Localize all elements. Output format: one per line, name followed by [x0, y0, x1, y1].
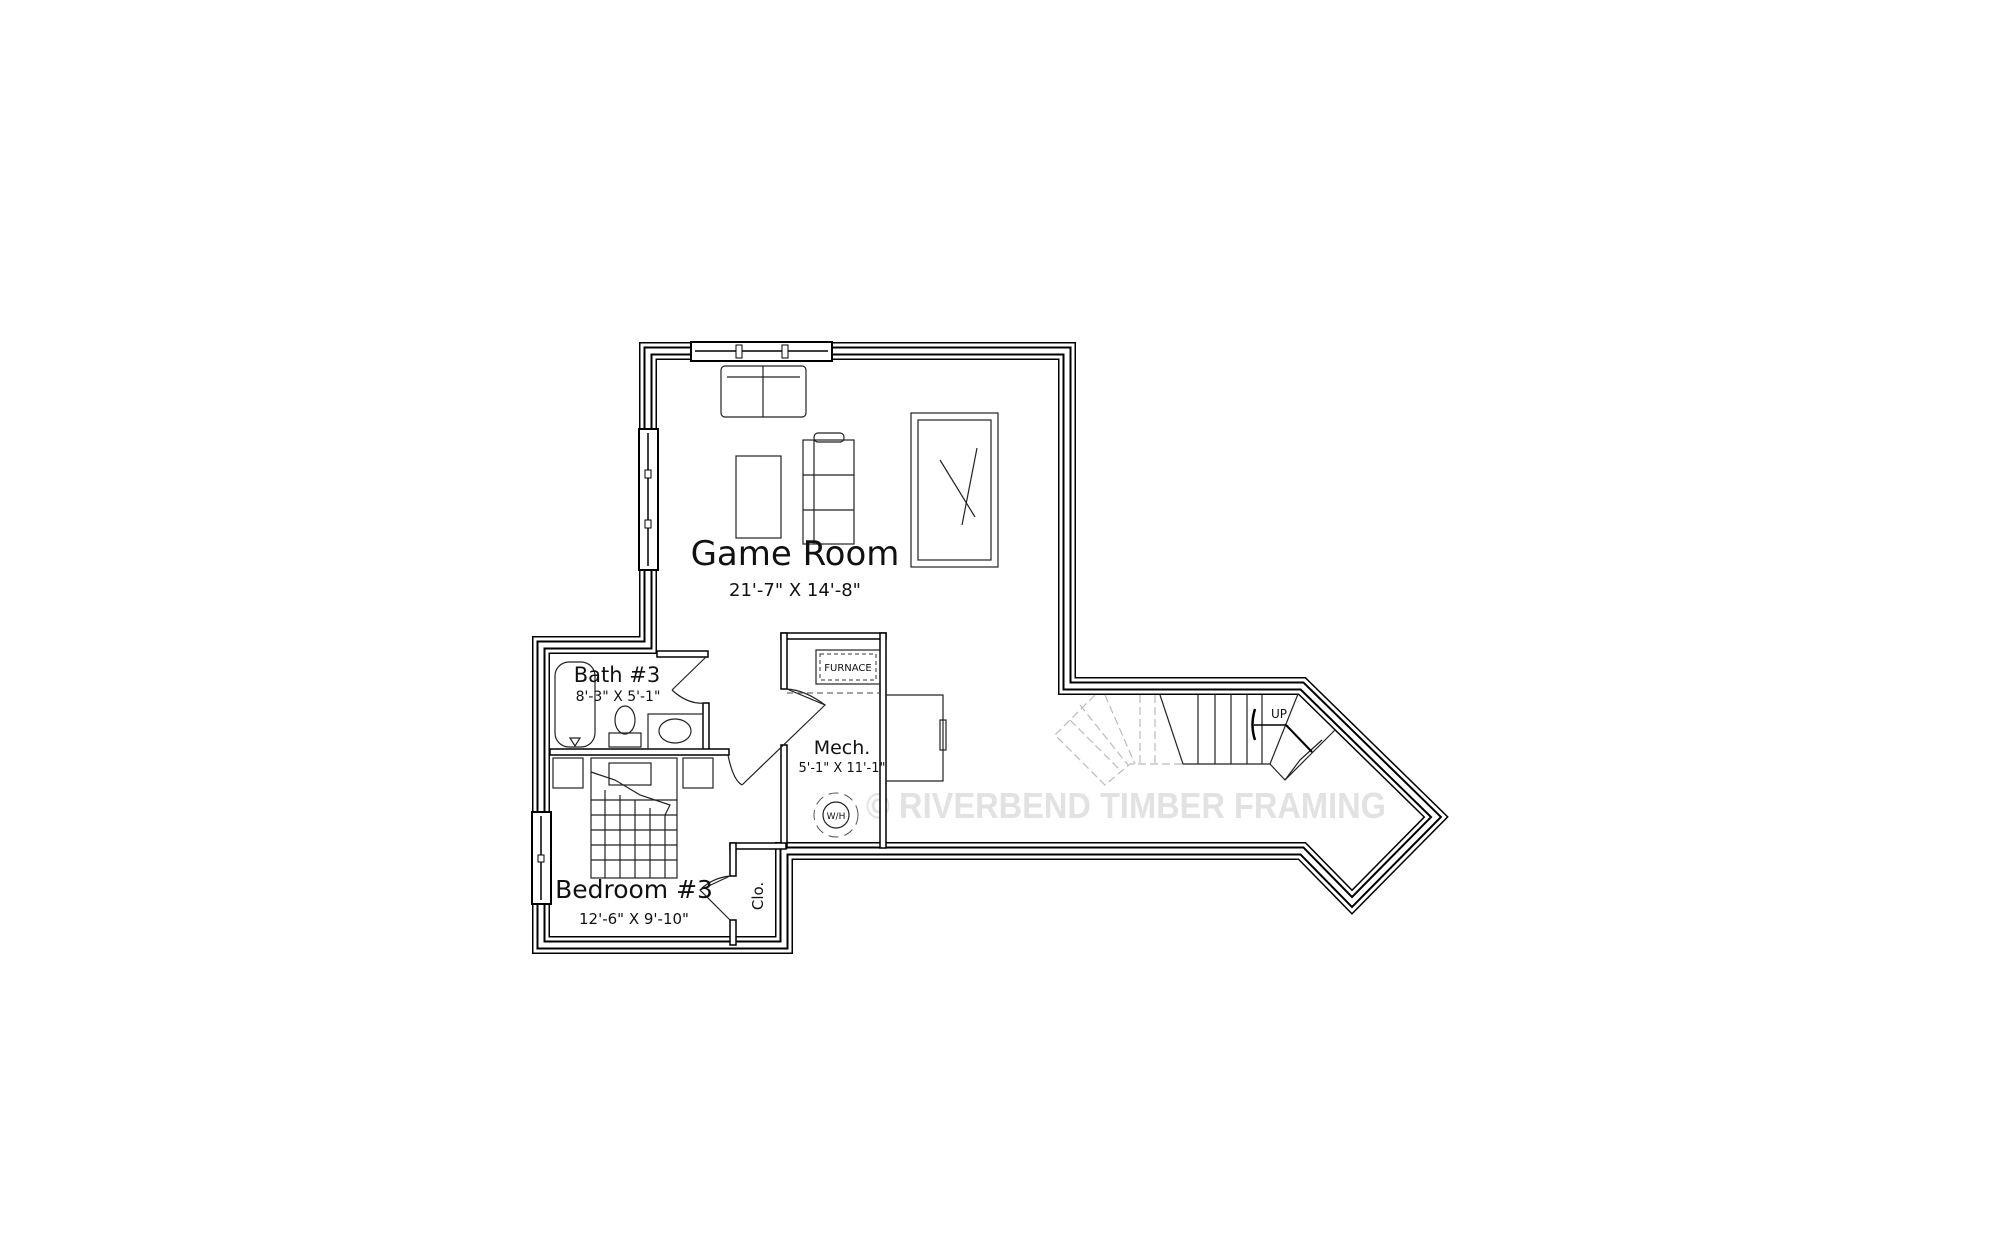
nightstand-right: [682, 757, 714, 789]
furnace: FURNACE: [815, 649, 881, 685]
bedroom-name: Bedroom #3: [555, 875, 713, 904]
bath-dims: 8'-3" X 5'-1": [576, 689, 661, 705]
coffee-table: [735, 455, 782, 539]
toilet: [608, 705, 642, 748]
stairs-up-label: UP: [1271, 707, 1287, 721]
stairs: UP: [1054, 693, 1336, 786]
furnace-label: FURNACE: [824, 663, 871, 674]
water-heater: W/H: [813, 792, 859, 838]
bedroom-dims: 12'-6" X 9'-10": [579, 910, 689, 928]
bathtub: [554, 661, 596, 748]
desk: [886, 694, 947, 782]
window-top: [690, 341, 833, 362]
window-bedroom: [531, 811, 552, 905]
game-room-dims: 21'-7" X 14'-8": [729, 580, 861, 601]
up-arrow-icon: [1251, 708, 1286, 741]
nightstand-left: [552, 757, 584, 789]
game-room-name: Game Room: [691, 534, 900, 574]
bath-name: Bath #3: [574, 663, 660, 687]
mech-dims: 5'-1" X 11'-1": [798, 761, 885, 776]
sofa: [802, 432, 855, 545]
doors: [671, 656, 827, 921]
loveseat: [720, 365, 807, 418]
pool-table: [910, 412, 999, 568]
interior-walls: [549, 632, 887, 946]
exterior-walls: [532, 342, 1449, 954]
water-heater-label: W/H: [827, 812, 846, 822]
bed: [590, 757, 678, 879]
watermark: © RIVERBEND TIMBER FRAMING: [866, 785, 1386, 826]
window-game-left: [638, 428, 659, 571]
closet-name: Clo.: [749, 882, 767, 910]
mech-name: Mech.: [814, 737, 871, 759]
sink: [647, 713, 704, 750]
